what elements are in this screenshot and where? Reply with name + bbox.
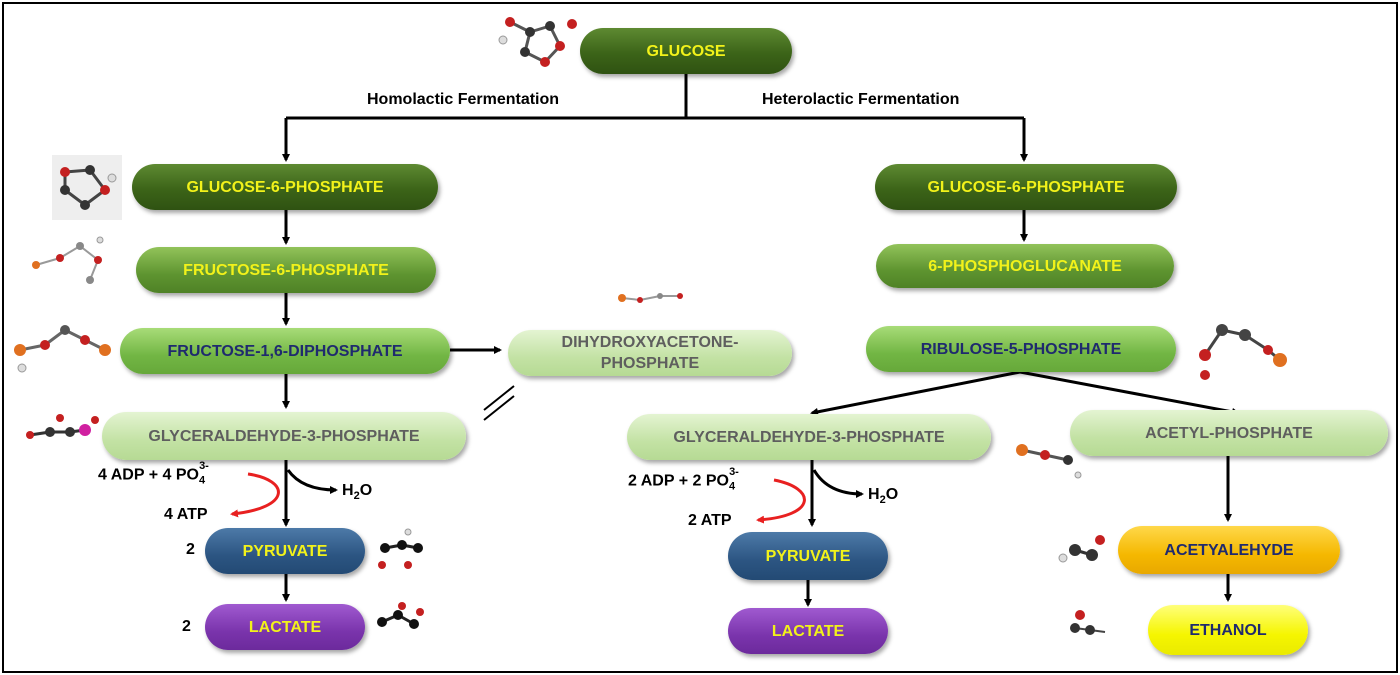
arrow-ru5p-g3p xyxy=(810,370,1021,416)
molecule-dhap-icon xyxy=(618,293,683,303)
molecule-ru5p-icon xyxy=(1199,324,1287,380)
node-hetero-pyruvate: PYRUVATE xyxy=(728,532,888,580)
homo-water-output: H2O xyxy=(342,482,373,503)
node-ethanol: ETHANOL xyxy=(1148,605,1308,655)
node-fructose-1-6-diphosphate: FRUCTOSE-1,6-DIPHOSPHATE xyxy=(120,328,450,374)
node-ribulose-5-phosphate: RIBULOSE-5-PHOSPHATE xyxy=(866,326,1176,372)
molecule-f6p-icon xyxy=(32,236,104,284)
homo-pyruvate-coefficient: 2 xyxy=(186,541,195,558)
node-hetero-glyceraldehyde-3-phosphate: GLYCERALDEHYDE-3-PHOSPHATE xyxy=(627,414,991,460)
node-acetaldehyde: ACETYALEHYDE xyxy=(1118,526,1340,574)
node-homo-glyceraldehyde-3-phosphate: GLYCERALDEHYDE-3-PHOSPHATE xyxy=(102,412,466,460)
heterolactic-label: Heterolactic Fermentation xyxy=(762,91,960,108)
homo-atp-output: 4 ATP xyxy=(164,506,208,523)
arrow-homo-atp xyxy=(230,472,280,518)
molecule-g3p-icon xyxy=(26,414,99,439)
equilibrium-bottom xyxy=(483,395,515,421)
node-fructose-6-phosphate: FRUCTOSE-6-PHOSPHATE xyxy=(136,247,436,293)
molecule-g6p-icon xyxy=(52,155,122,220)
node-homo-glucose-6-phosphate: GLUCOSE-6-PHOSPHATE xyxy=(132,164,438,210)
node-6-phosphoglucanate: 6-PHOSPHOGLUCANATE xyxy=(876,244,1174,288)
equilibrium-top xyxy=(483,385,515,411)
homo-adp-input: 4 ADP + 4 PO43- xyxy=(98,460,209,487)
hetero-water-output: H2O xyxy=(868,486,899,507)
hetero-adp-input: 2 ADP + 2 PO43- xyxy=(628,466,739,493)
node-glucose: GLUCOSE xyxy=(580,28,792,74)
molecule-ethanol-icon xyxy=(1070,610,1106,635)
molecule-f16dp-icon xyxy=(14,325,111,373)
homolactic-label: Homolactic Fermentation xyxy=(367,91,560,108)
node-dihydroxyacetone-phosphate: DIHYDROXYACETONE-PHOSPHATE xyxy=(508,330,792,376)
molecule-acetylp-icon xyxy=(1016,444,1082,479)
molecule-glucose-icon xyxy=(498,17,577,67)
arrow-hetero-atp xyxy=(756,478,806,524)
node-homo-pyruvate: PYRUVATE xyxy=(205,528,365,574)
node-acetyl-phosphate: ACETYL-PHOSPHATE xyxy=(1070,410,1388,456)
arrow-homo-water xyxy=(286,469,338,494)
arrow-hetero-water xyxy=(812,469,864,498)
molecule-lactate-icon xyxy=(377,602,424,629)
node-hetero-glucose-6-phosphate: GLUCOSE-6-PHOSPHATE xyxy=(875,164,1177,210)
node-hetero-lactate: LACTATE xyxy=(728,608,888,654)
arrow-ru5p-acetylp xyxy=(1019,370,1240,416)
hetero-atp-output: 2 ATP xyxy=(688,512,732,529)
molecule-acetaldehyde-icon xyxy=(1058,535,1105,563)
homo-lactate-coefficient: 2 xyxy=(182,618,191,635)
node-homo-lactate: LACTATE xyxy=(205,604,365,650)
molecule-pyruvate-icon xyxy=(378,528,423,569)
